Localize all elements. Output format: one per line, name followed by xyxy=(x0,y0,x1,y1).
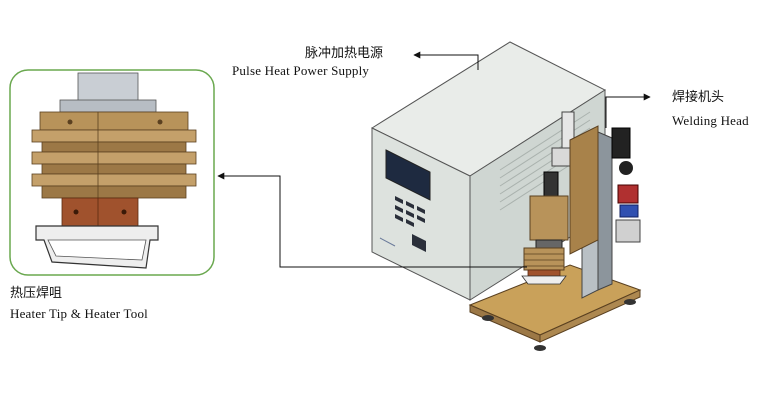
keypad xyxy=(395,196,425,227)
heater-tip-callout xyxy=(9,69,215,276)
head-bracket xyxy=(569,125,599,255)
welding-head-label-zh: 焊接机头 xyxy=(672,90,725,105)
heater-tip-label-en: Heater Tip & Heater Tool xyxy=(10,306,148,321)
power-supply-label-en: Pulse Heat Power Supply xyxy=(232,63,370,78)
power-switch xyxy=(412,234,426,252)
head-heater-tool xyxy=(521,247,567,285)
mount-block xyxy=(77,72,139,104)
heater-tip xyxy=(61,197,139,227)
heater-tip-label-zh: 热压焊咀 xyxy=(10,286,63,301)
welding-head-label-en: Welding Head xyxy=(672,113,749,128)
welding-head-leader xyxy=(605,93,651,128)
welding-head xyxy=(468,111,642,351)
heater-tip-leader xyxy=(217,172,527,268)
heater-tool-body xyxy=(31,111,197,199)
power-supply-leader xyxy=(413,51,479,70)
valve-block xyxy=(611,127,631,159)
display-screen xyxy=(385,149,431,201)
power-supply-label-zh: 脉冲加热电源 xyxy=(305,46,384,61)
